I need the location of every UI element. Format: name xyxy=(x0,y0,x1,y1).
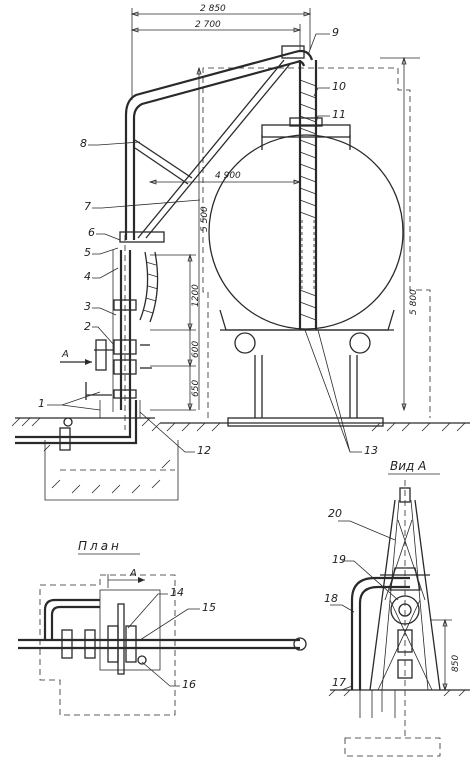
callout-8: 8 xyxy=(80,137,87,150)
view-a: Вид А 850 17 18 xyxy=(324,459,470,757)
callout-5: 5 xyxy=(84,246,91,259)
dimension-lines xyxy=(130,8,420,412)
elevation-view: 2 850 2 700 4 900 5 500 5 800 1200 600 6… xyxy=(11,4,470,501)
callout-13: 13 xyxy=(364,444,378,457)
callout-2: 2 xyxy=(84,320,91,333)
callout-17: 17 xyxy=(332,676,346,689)
callout-leaders xyxy=(47,33,362,453)
callout-20: 20 xyxy=(328,507,342,520)
callout-19: 19 xyxy=(332,553,346,566)
dim-2700: 2 700 xyxy=(195,20,221,30)
callout-10: 10 xyxy=(332,80,346,93)
dim-4900: 4 900 xyxy=(215,171,241,181)
callout-11: 11 xyxy=(332,108,346,121)
plan-title: План xyxy=(78,539,122,553)
dim-650: 650 xyxy=(191,380,201,397)
view-a-title: Вид А xyxy=(390,459,426,473)
callout-4: 4 xyxy=(84,270,91,283)
ground xyxy=(11,417,470,501)
rail-tank xyxy=(202,67,431,418)
dim-600: 600 xyxy=(191,341,201,358)
boom-arm xyxy=(119,45,314,243)
hose-drop xyxy=(139,60,318,330)
dim-5500: 5 500 xyxy=(200,206,210,232)
riser-pipe xyxy=(85,235,152,430)
callout-18: 18 xyxy=(324,592,338,605)
dim-5800: 5 800 xyxy=(409,289,419,315)
dim-850: 850 xyxy=(451,655,461,672)
callout-7: 7 xyxy=(84,200,91,213)
dim-1200: 1200 xyxy=(191,284,201,307)
arrow-a-label: A xyxy=(61,349,69,360)
dim-2850: 2 850 xyxy=(200,4,226,14)
view-arrow-a: A xyxy=(60,349,92,365)
underground-pipe xyxy=(15,400,138,451)
callout-12: 12 xyxy=(197,444,211,457)
callout-6: 6 xyxy=(88,226,95,239)
callout-9: 9 xyxy=(332,26,339,39)
callout-1: 1 xyxy=(38,397,45,410)
callout-16: 16 xyxy=(182,678,196,691)
plan-view: План А 14 15 16 xyxy=(18,539,307,716)
callout-15: 15 xyxy=(202,601,216,614)
plan-a-label: А xyxy=(129,568,137,579)
callout-3: 3 xyxy=(84,300,91,313)
callout-14: 14 xyxy=(170,586,184,599)
